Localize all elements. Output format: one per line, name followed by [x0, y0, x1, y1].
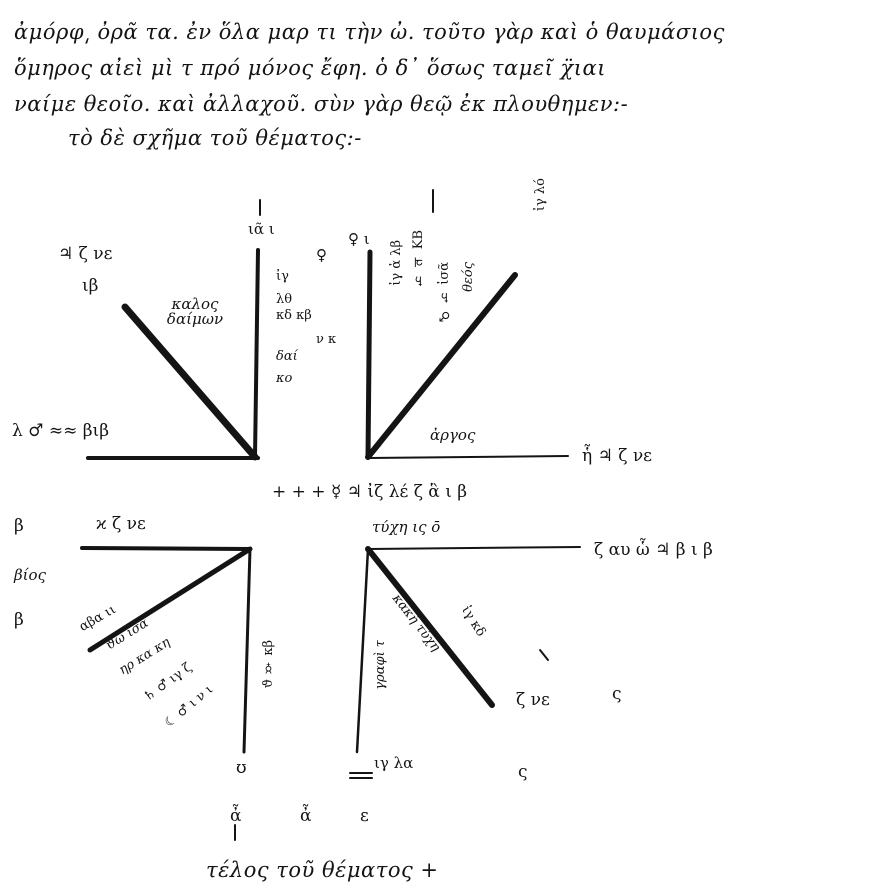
ur-top-label: ♀ ι — [348, 230, 370, 248]
text-line-2: ὅμηρος αἰεὶ μὶ τ πρό μόνος ἔφη. ὁ δ᾿ ὅσω… — [14, 56, 606, 80]
top-col-1: ἰγ — [276, 269, 289, 284]
top-col-head: ιᾶ ι — [248, 220, 275, 238]
ll-b1: β — [14, 516, 24, 536]
top-col-4: ν κ — [316, 332, 337, 347]
footer-glyph-2: ἆ — [300, 806, 312, 826]
ur-vertical — [365, 249, 373, 460]
ur-diagonal-4: θεός — [461, 262, 476, 292]
center-row: + + + ☿ ♃ ἰζ λέ ζ ἃ ι β — [272, 482, 468, 502]
ur-diagonal-5: ἰγ λό — [533, 178, 548, 212]
ul-thick-diagonal — [121, 303, 259, 461]
left-row-label: λ ♂ ≈≈ βιβ — [12, 421, 110, 441]
lr-horizontal — [367, 546, 581, 550]
center-row-2: τύχη ις ō — [372, 518, 441, 536]
lr-s2: ς — [518, 762, 528, 782]
footer-line: τέλος τοῦ θέματος + — [206, 858, 439, 882]
lr-vertical — [355, 547, 370, 754]
lr-diagonal-3: ζ νε — [516, 690, 550, 710]
footer-glyph-1: ἆ — [230, 806, 242, 826]
top-col-2: λθ — [276, 292, 293, 307]
footer-glyph-3: ε — [360, 806, 369, 826]
ll-horizontal — [80, 546, 252, 551]
text-line-3: ναίμε θεοῖο. καὶ ἀλλαχοῦ. σὺν γὰρ θεῷ ἐκ… — [14, 92, 629, 116]
lr-s1: ς — [612, 684, 622, 704]
ur-diagonal-1: ἰγ ἁ λβ — [389, 240, 404, 286]
ul-vertical — [253, 248, 260, 459]
ur-row-label: ἀργος — [430, 426, 476, 444]
right-row-label: ἧ ♃ ζ νε — [582, 446, 652, 466]
bottom-col-2-label: γραφὶ τ — [373, 640, 388, 690]
ll-head-label: ϰ ζ νε — [96, 514, 146, 534]
ul-head-label-2: ιβ — [82, 276, 99, 296]
ur-horizontal — [367, 455, 569, 459]
top-col-mark: ♀ — [316, 246, 327, 264]
top-col-3: κδ κβ — [276, 308, 312, 323]
ll-b2: β — [14, 610, 24, 630]
ur-diagonal-2: ♄ ♃ ΚΒ — [411, 230, 426, 288]
text-line-4: τὸ δὲ σχῆμα τοῦ θέματος:- — [68, 126, 362, 150]
lr-thick-diagonal — [365, 546, 495, 708]
top-col-5: δαί — [276, 349, 298, 364]
ul-diagonal-label: καλος δαίμων — [166, 295, 224, 328]
ll-vertical — [242, 547, 252, 754]
top-col-6: κο — [276, 371, 293, 386]
bottom-end-right: ιγ λα — [374, 754, 414, 772]
bottom-col-label: ϑ ☿ κβ — [261, 640, 276, 689]
ur-thick-diagonal — [365, 272, 518, 460]
ll-thick-diagonal — [87, 546, 253, 653]
lr-row-label: ζ αυ ὧ ♃ β ι β — [594, 540, 713, 560]
ul-head-label: ♃ ζ νε — [58, 244, 113, 264]
bottom-end-left: ʊ — [236, 758, 247, 778]
ll-bios-label: βίος — [14, 566, 46, 584]
text-line-1: ἀμόρφ͵ ὀρᾶ τα. ἐν ὅλα μαρ τι τὴν ὠ. τοῦτ… — [14, 20, 725, 44]
ur-diagonal-3: ♂ ♄ ἰσᾶ — [437, 262, 452, 324]
